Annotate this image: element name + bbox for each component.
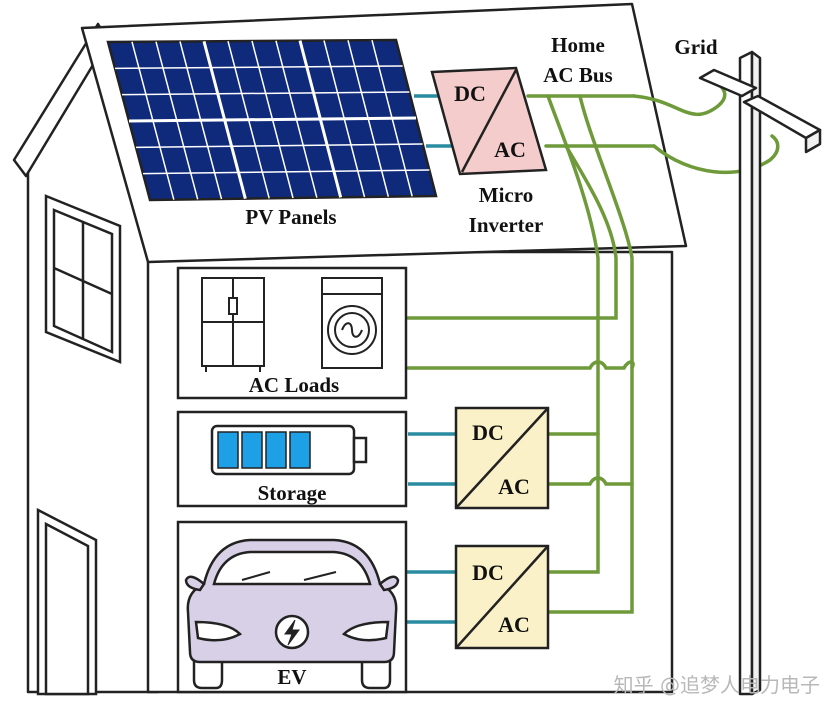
pv-cell-divider-horizontal (128, 116, 417, 123)
storage-converter: DC AC (454, 406, 550, 510)
micro-inverter-label-line2: Inverter (469, 213, 544, 237)
micro-inverter: DC AC (430, 66, 548, 176)
window (44, 194, 122, 364)
door (36, 507, 98, 696)
battery-cell-2 (241, 431, 263, 469)
ev-box: EV (176, 520, 408, 694)
ev-converter-ac-label: AC (498, 612, 530, 637)
refrigerator-icon (201, 277, 265, 372)
lightning-icon (284, 619, 300, 646)
grid-label: Grid (674, 35, 717, 59)
pv-panels-label: PV Panels (245, 205, 336, 229)
watermark: 知乎 @追梦人电力电子 (614, 673, 820, 697)
utility-pole (698, 50, 822, 696)
ac-bus-wiring (406, 80, 780, 614)
ac-loads-box: AC Loads (176, 266, 408, 400)
pv-cell-divider-horizontal (121, 91, 410, 96)
pole-crossarm-lower-end (804, 128, 822, 154)
ev-converter: DC AC (454, 544, 550, 650)
ac-loads-label: AC Loads (249, 373, 339, 397)
car-mirror-right (378, 575, 400, 592)
ac-line-storage-bottom (546, 476, 634, 486)
micro-inverter-label-line1: Micro (479, 183, 533, 207)
home-ac-bus-label-line2: AC Bus (543, 63, 612, 87)
car-headlight-right (341, 620, 390, 642)
ev-label: EV (277, 665, 306, 689)
storage-converter-divider (455, 407, 549, 509)
storage-label: Storage (258, 481, 327, 505)
battery-terminal (352, 436, 368, 464)
pv-cell-divider-horizontal (142, 169, 430, 175)
washing-machine-icon (321, 277, 383, 369)
battery-icon (210, 424, 368, 476)
car-wiper-right (303, 571, 337, 581)
pole-shaft-side (750, 50, 762, 696)
pv-cell-divider-horizontal (114, 65, 403, 70)
car-wiper-left (241, 571, 271, 581)
pv-panel-array (106, 38, 438, 202)
ac-bus-vertical-outer-1 (546, 94, 600, 574)
home-ac-bus-label-line1: Home (551, 33, 605, 57)
storage-converter-dc-label: DC (472, 420, 504, 445)
ac-bus-vertical-outer-2 (406, 144, 618, 320)
pv-panel-cells (114, 39, 430, 200)
battery-cell-3 (265, 431, 287, 469)
ac-line-grid-lower (652, 134, 780, 175)
car-windshield (212, 550, 372, 586)
car-headlight-left (194, 620, 243, 642)
ev-converter-divider (455, 545, 549, 649)
pole-crossarm-upper (698, 68, 758, 98)
battery-cell-1 (217, 431, 239, 469)
micro-inverter-ac-label: AC (494, 137, 526, 162)
ev-converter-dc-label: DC (472, 560, 504, 585)
storage-box: Storage (176, 410, 408, 508)
ac-line-loads-lower (406, 360, 635, 370)
car-mirror-left (184, 575, 206, 592)
battery-cell-4 (289, 431, 311, 469)
pv-cell-divider-horizontal (135, 143, 423, 149)
pole-shaft (738, 50, 754, 696)
ac-bus-vertical-inner (546, 94, 634, 614)
micro-inverter-dc-label: DC (454, 81, 486, 106)
electric-car-icon (184, 538, 400, 690)
storage-converter-ac-label: AC (498, 474, 530, 499)
micro-inverter-divider (460, 69, 518, 173)
